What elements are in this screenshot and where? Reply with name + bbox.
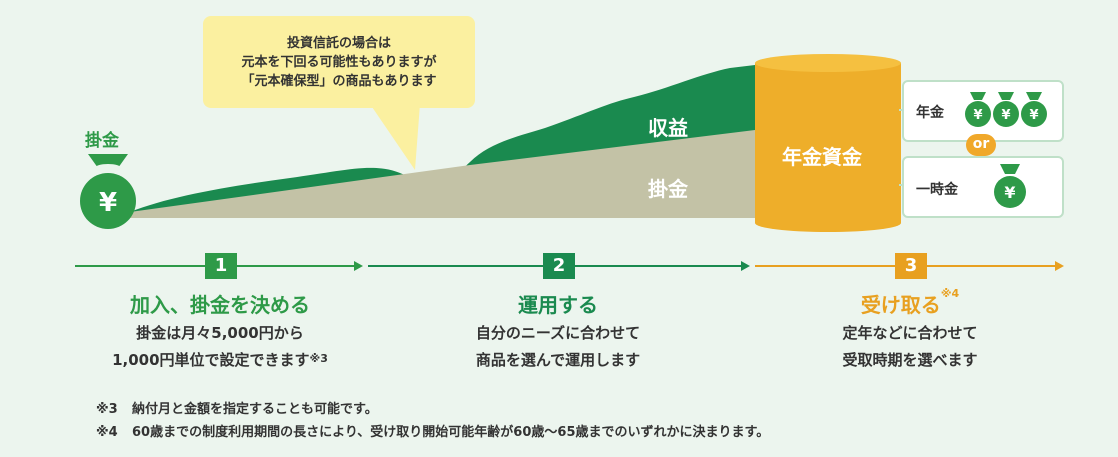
yen-symbol: ¥ [1004, 183, 1015, 202]
lump-sum-label: 一時金 [916, 182, 958, 198]
step-title-text: 加入、掛金を決める [130, 293, 310, 317]
kakekin-label: 掛金 [85, 131, 119, 151]
footnote-3: ※3 納付月と金額を指定することも可能です。 [96, 398, 378, 417]
yen-symbol: ¥ [1001, 108, 1010, 123]
step-title-text: 運用する [518, 293, 598, 317]
footnote-ref: ※4 [940, 287, 960, 300]
bubble-line: 投資信託の場合は [286, 36, 391, 51]
footnote-mark: ※3 [96, 402, 118, 417]
annuity-label: 年金 [916, 105, 944, 121]
callout-bubble: 投資信託の場合は 元本を下回る可能性もありますが 「元本確保型」の商品もあります [203, 16, 475, 108]
step-desc-1: 掛金は月々5,000円から 1,000円単位で設定できます※3 [75, 320, 365, 374]
step-title-2: 運用する [433, 289, 683, 318]
yen-symbol: ¥ [973, 108, 982, 123]
desc-line: 掛金は月々5,000円から [136, 324, 304, 342]
desc-line: 自分のニーズに合わせて [475, 324, 641, 342]
lump-sum-option-box [902, 156, 1064, 218]
contribution-area [130, 130, 755, 218]
footnote-mark: ※4 [96, 425, 118, 440]
step-desc-3: 定年などに合わせて 受取時期を選べます [790, 320, 1030, 374]
money-bag-small-icon: ¥ [994, 164, 1026, 208]
footnote-text: 60歳までの制度利用期間の長さにより、受け取り開始可能年齢が60歳〜65歳までの… [132, 425, 770, 440]
step-number-2: 2 [543, 253, 575, 279]
money-bag-icon: ¥ [80, 154, 136, 229]
or-badge: or [966, 134, 996, 156]
desc-line: 1,000円単位で設定できます※3 [75, 347, 365, 374]
step-title-1: 加入、掛金を決める [95, 289, 345, 318]
step-title-3: 受け取る※4 [810, 287, 1010, 318]
yen-symbol: ¥ [1029, 108, 1038, 123]
profit-label: 収益 [648, 116, 688, 140]
step-desc-2: 自分のニーズに合わせて 商品を選んで運用します [418, 320, 698, 374]
fund-label: 年金資金 [782, 145, 862, 169]
desc-line: 定年などに合わせて [842, 324, 978, 342]
three-money-bags-icon: ¥ ¥ ¥ [965, 92, 1047, 127]
desc-line-text: 1,000円単位で設定できます [112, 351, 310, 369]
bubble-line: 「元本確保型」の商品もあります [241, 74, 437, 89]
step-title-text: 受け取る [860, 293, 941, 317]
pension-fund-cylinder [755, 54, 901, 232]
footnote-4: ※4 60歳までの制度利用期間の長さにより、受け取り開始可能年齢が60歳〜65歳ま… [96, 421, 769, 440]
bubble-line: 元本を下回る可能性もありますが [241, 55, 437, 70]
footnote-ref: ※3 [309, 352, 328, 365]
desc-line: 商品を選んで運用します [475, 351, 641, 369]
step-number-3: 3 [895, 253, 927, 279]
desc-line: 受取時期を選べます [842, 351, 978, 369]
yen-symbol: ¥ [99, 188, 117, 218]
contribution-label: 掛金 [648, 177, 688, 201]
footnote-text: 納付月と金額を指定することも可能です。 [132, 402, 378, 417]
step-number-1: 1 [205, 253, 237, 279]
bubble-tail [370, 104, 420, 170]
